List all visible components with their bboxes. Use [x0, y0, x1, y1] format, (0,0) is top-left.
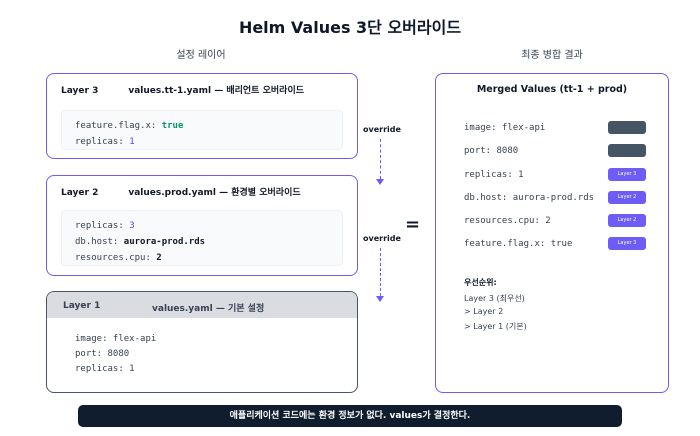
code-line: feature.flag.x: true	[75, 118, 329, 134]
layer-1-card: Layer 1 values.yaml — 기본 설정 image: flex-…	[46, 291, 358, 393]
layer-3-code: feature.flag.x: true replicas: 1	[61, 110, 343, 150]
code-line: replicas: 3	[75, 218, 329, 234]
override-arrow-1	[376, 139, 384, 185]
code-line: resources.cpu: 2	[75, 250, 329, 266]
code-key: replicas:	[75, 221, 130, 231]
code-line: replicas: 1	[75, 134, 329, 150]
layer-2-card: Layer 2 values.prod.yaml — 환경별 오버라이드 repl…	[46, 175, 358, 276]
right-column-heading: 최종 병합 결과	[521, 50, 583, 61]
code-value: 3	[129, 221, 135, 231]
layer-3-name: Layer 3	[61, 86, 99, 96]
priority-title: 우선순위:	[464, 278, 497, 287]
override-label-1: override	[363, 125, 401, 134]
source-badge: Layer 2	[608, 191, 646, 204]
merged-values-card: Merged Values (tt-1 + prod) image: flex-…	[435, 73, 669, 393]
code-key: db.host:	[75, 237, 124, 247]
merged-row: image: flex-api	[464, 123, 546, 133]
layer-1-file: values.yaml — 기본 설정	[152, 304, 265, 314]
priority-item: > Layer 2	[464, 307, 504, 316]
code-line: port: 8080	[75, 349, 130, 359]
override-arrow-2	[376, 248, 384, 302]
code-value: 1	[129, 137, 135, 147]
code-key: replicas:	[75, 137, 130, 147]
equals-sign: =	[405, 214, 421, 235]
merged-row: resources.cpu: 2	[464, 216, 551, 226]
merged-row: port: 8080	[464, 146, 519, 156]
code-line: image: flex-api	[75, 334, 157, 344]
layer-3-header: Layer 3 values.tt-1.yaml — 배리언트 오버라이드	[61, 83, 304, 96]
code-value: true	[161, 121, 184, 131]
source-badge: Layer 1	[608, 144, 646, 157]
left-column-heading: 설정 레이어	[176, 50, 226, 61]
layer-1-header: Layer 1 values.yaml — 기본 설정	[47, 292, 357, 318]
code-value: aurora-prod.rds	[123, 237, 206, 247]
layer-1-name: Layer 1	[63, 301, 101, 311]
layer-3-file: values.tt-1.yaml — 배리언트 오버라이드	[128, 86, 305, 96]
layer-2-name: Layer 2	[61, 188, 99, 198]
layer-1-code: image: flex-api port: 8080 replicas: 1	[75, 332, 156, 377]
code-line: db.host: aurora-prod.rds	[75, 234, 329, 250]
source-badge: Layer 3	[608, 237, 646, 250]
merged-title: Merged Values (tt-1 + prod)	[476, 84, 628, 95]
merged-row: db.host: aurora-prod.rds	[464, 193, 595, 203]
footer-banner: 애플리케이션 코드에는 환경 정보가 없다. values가 결정한다.	[78, 405, 622, 427]
layer-2-file: values.prod.yaml — 환경별 오버라이드	[128, 188, 301, 198]
page-title: Helm Values 3단 오버라이드	[238, 18, 462, 37]
source-badge: Layer 1	[608, 121, 646, 134]
layer-3-card: Layer 3 values.tt-1.yaml — 배리언트 오버라이드 fea…	[46, 73, 358, 159]
source-badge: Layer 3	[608, 168, 646, 181]
override-label-2: override	[363, 234, 401, 243]
code-value: 2	[156, 253, 162, 263]
code-key: feature.flag.x:	[75, 121, 162, 131]
merged-row: feature.flag.x: true	[464, 239, 573, 249]
layer-2-code: replicas: 3 db.host: aurora-prod.rds res…	[61, 210, 343, 266]
layer-2-header: Layer 2 values.prod.yaml — 환경별 오버라이드	[61, 185, 301, 198]
priority-item: > Layer 1 (기본)	[464, 322, 527, 331]
code-line: replicas: 1	[75, 364, 135, 374]
code-key: resources.cpu:	[75, 253, 157, 263]
merged-row: replicas: 1	[464, 170, 524, 180]
source-badge: Layer 2	[608, 214, 646, 227]
priority-item: Layer 3 (최우선)	[464, 294, 525, 303]
